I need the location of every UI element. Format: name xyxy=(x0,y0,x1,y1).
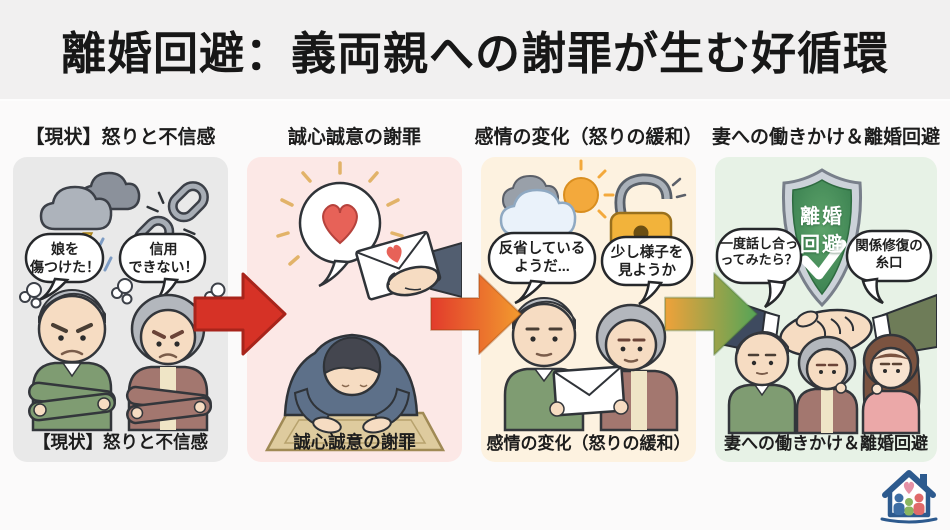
panel3-top-label: 感情の変化（怒りの緩和） xyxy=(474,127,703,148)
speech-bubbles xyxy=(715,227,933,309)
flow-arrow-3 xyxy=(664,272,758,356)
page-title: 離婚回避：義両親への謝罪が生む好循環 xyxy=(60,28,889,79)
steam-puffs xyxy=(19,278,226,309)
header-band: 離婚回避：義両親への謝罪が生む好循環 xyxy=(0,0,950,101)
panel4-bottom-label: 妻への働きかけ＆離婚回避 xyxy=(724,434,928,453)
heart-bubble-icon xyxy=(276,161,404,288)
panel-current-state: 娘を 傷つけた！ 信用 できない！ 【現状】怒りと不信感 xyxy=(13,157,228,462)
bubble-try-talking: 一度話し合っ ってみたら？ xyxy=(719,236,798,268)
family-house-icon xyxy=(880,470,938,524)
panel3-bottom-label: 感情の変化（怒りの緩和） xyxy=(486,434,691,453)
speech-bubbles xyxy=(487,231,694,306)
bowing-man-illustration xyxy=(264,333,446,452)
bubble-cant-trust: 信用 できない！ xyxy=(128,241,199,275)
flow-arrow-1 xyxy=(193,272,287,356)
angry-elderly-woman xyxy=(125,293,213,432)
bubble-seems-remorseful: 反省している ようだ... xyxy=(498,241,586,276)
shield-label: 離婚 回避 xyxy=(800,206,844,256)
panel1-bottom-label: 【現状】怒りと不信感 xyxy=(33,432,208,452)
bubble-repair-clue: 関係修復の 糸口 xyxy=(855,238,923,270)
panel2-illustration xyxy=(264,161,462,452)
angry-elderly-man xyxy=(28,289,116,432)
flow-arrow-2 xyxy=(430,273,522,355)
couple-reading-letter-illustration xyxy=(503,297,679,432)
bubble-daughter-hurt: 娘を 傷つけた！ xyxy=(30,241,100,275)
bubble-wait-and-see: 少し様子を 見ようか xyxy=(610,245,684,280)
panel-sincere-apology: 誠心誠意の謝罪 xyxy=(247,157,462,462)
panel2-bottom-label: 誠心誠意の謝罪 xyxy=(293,432,416,452)
panel3-illustration xyxy=(487,159,694,432)
panel4-illustration xyxy=(715,168,937,435)
shield-check-icon xyxy=(782,168,862,308)
panel1-top-label: 【現状】怒りと不信感 xyxy=(25,127,216,148)
panel4-top-label: 妻への働きかけ＆離婚回避 xyxy=(711,127,940,148)
clearing-weather-icon xyxy=(499,159,615,237)
speech-bubbles xyxy=(24,232,207,303)
panel-emotion-change: 反省している ようだ... 少し様子を 見ようか 感情の変化（怒りの緩和） xyxy=(481,157,696,462)
apology-letter-icon xyxy=(355,230,462,301)
family-discussion-illustration xyxy=(727,331,921,435)
panel1-illustration xyxy=(19,171,226,432)
panel2-top-label: 誠心誠意の謝罪 xyxy=(287,127,421,148)
